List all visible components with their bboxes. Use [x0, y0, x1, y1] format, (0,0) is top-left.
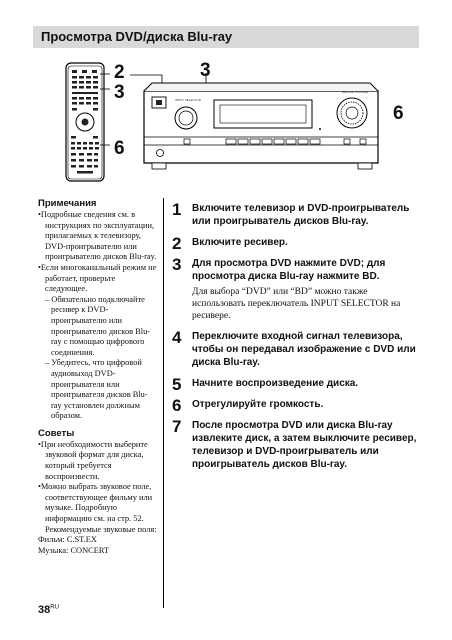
page-title: Просмотра DVD/диска Blu-ray [41, 29, 233, 44]
page-number-value: 38 [38, 604, 51, 616]
step-5: 5 Начните воспроизведение диска. [172, 375, 422, 394]
step-text: Переключите входной сигнал телевизора, ч… [192, 331, 416, 368]
step-7: 7 После просмотра DVD или диска Blu-ray … [172, 417, 422, 471]
steps-list: 1 Включите телевизор и DVD-проигрыватель… [172, 200, 422, 479]
tip-item: •При необходимости выберите звуковой фор… [38, 439, 148, 481]
step-number: 1 [172, 200, 182, 219]
step-2: 2 Включите ресивер. [172, 234, 422, 253]
step-text: Отрегулируйте громкость. [192, 399, 324, 410]
callout-6-remote: 6 [114, 138, 125, 159]
step-number: 6 [172, 396, 182, 415]
step-3: 3 Для просмотра DVD нажмите DVD; для про… [172, 255, 422, 322]
page-number: 38RU [38, 604, 59, 616]
note-subitem: – Обязательно подключайте ресивер к DVD-… [45, 294, 151, 357]
column-divider [163, 198, 164, 608]
step-text: Начните воспроизведение диска. [192, 378, 359, 389]
note-item: •Подробные сведения см. в инструкциях по… [38, 210, 157, 262]
step-text: После просмотра DVD или диска Blu-ray из… [192, 420, 417, 470]
step-text: Для просмотра DVD нажмите DVD; для просм… [192, 258, 386, 282]
step-number: 5 [172, 375, 182, 394]
step-4: 4 Переключите входной сигнал телевизора,… [172, 328, 422, 369]
step-text: Включите ресивер. [192, 237, 288, 248]
note-item: •Если многоканальный режим не работает, … [38, 262, 157, 294]
tip-item-movie: Фильм: C.ST.EX [38, 535, 97, 545]
step-1: 1 Включите телевизор и DVD-проигрыватель… [172, 200, 422, 228]
section-title-bar: Просмотра DVD/диска Blu-ray [33, 26, 419, 48]
step-number: 7 [172, 417, 182, 436]
callout-2-remote: 2 [114, 62, 125, 83]
notes-heading: Примечания [38, 198, 97, 209]
callout-3-receiver: 3 [200, 60, 211, 81]
svg-text:INPUT SELECTOR: INPUT SELECTOR [175, 98, 202, 102]
step-6: 6 Отрегулируйте громкость. [172, 396, 422, 415]
receiver-front-panel-illustration: INPUT SELECTOR MASTER VOLUME [130, 73, 379, 170]
tips-heading: Советы [38, 427, 75, 439]
callout-3-remote: 3 [114, 82, 125, 103]
callout-6-receiver: 6 [393, 103, 404, 124]
step-note: Для выбора “DVD” или “BD” можно также ис… [192, 287, 401, 321]
step-text: Включите телевизор и DVD-проигрыватель и… [192, 203, 410, 227]
step-number: 2 [172, 234, 182, 253]
note-subitem: – Убедитесь, что цифровой аудиовыход DVD… [45, 358, 148, 421]
tip-item: •Можно выбрать звуковое поле, соответств… [38, 482, 157, 534]
step-number: 4 [172, 328, 182, 347]
svg-text:MASTER VOLUME: MASTER VOLUME [342, 90, 368, 94]
sidebar-notes: Примечания •Подробные сведения см. в инс… [38, 198, 158, 556]
page-language-code: RU [50, 604, 59, 611]
step-number: 3 [172, 255, 182, 274]
remote-control-illustration [65, 62, 110, 182]
tip-item-music: Музыка: CONCERT [38, 545, 110, 555]
